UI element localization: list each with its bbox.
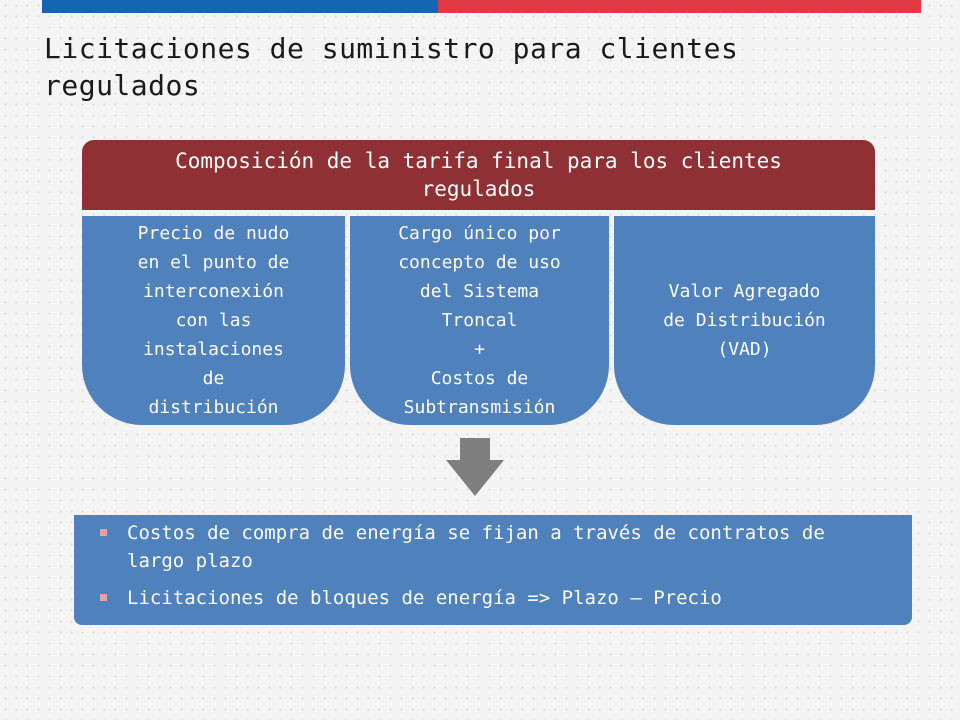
- tariff-header-box: Composición de la tarifa final para los …: [82, 140, 875, 210]
- component-label: Cargo único por concepto de uso del Sist…: [398, 223, 561, 418]
- list-item: Costos de compra de energía se fijan a t…: [98, 519, 892, 575]
- page-title: Licitaciones de suministro para clientes…: [44, 32, 739, 102]
- list-item: Licitaciones de bloques de energía => Pl…: [98, 584, 892, 612]
- bullets-box: Costos de compra de energía se fijan a t…: [74, 515, 912, 625]
- bullet-list: Costos de compra de energía se fijan a t…: [98, 519, 892, 612]
- top-accent-bar-red: [438, 0, 921, 13]
- bullet-marker-icon: [100, 594, 107, 601]
- bullet-marker-icon: [100, 529, 107, 536]
- component-vad: Valor Agregado de Distribución (VAD): [614, 216, 875, 425]
- component-label: Valor Agregado de Distribución (VAD): [663, 281, 826, 360]
- top-accent-bar-blue: [42, 0, 438, 13]
- bullet-text: Costos de compra de energía se fijan a t…: [127, 522, 825, 572]
- down-arrow-icon: [446, 438, 504, 496]
- bullet-text: Licitaciones de bloques de energía => Pl…: [127, 587, 722, 609]
- component-label: Precio de nudo en el punto de interconex…: [137, 223, 290, 418]
- tariff-header-text: Composición de la tarifa final para los …: [175, 149, 782, 201]
- component-nodal-price: Precio de nudo en el punto de interconex…: [82, 216, 345, 425]
- component-transmission-charge: Cargo único por concepto de uso del Sist…: [350, 216, 609, 425]
